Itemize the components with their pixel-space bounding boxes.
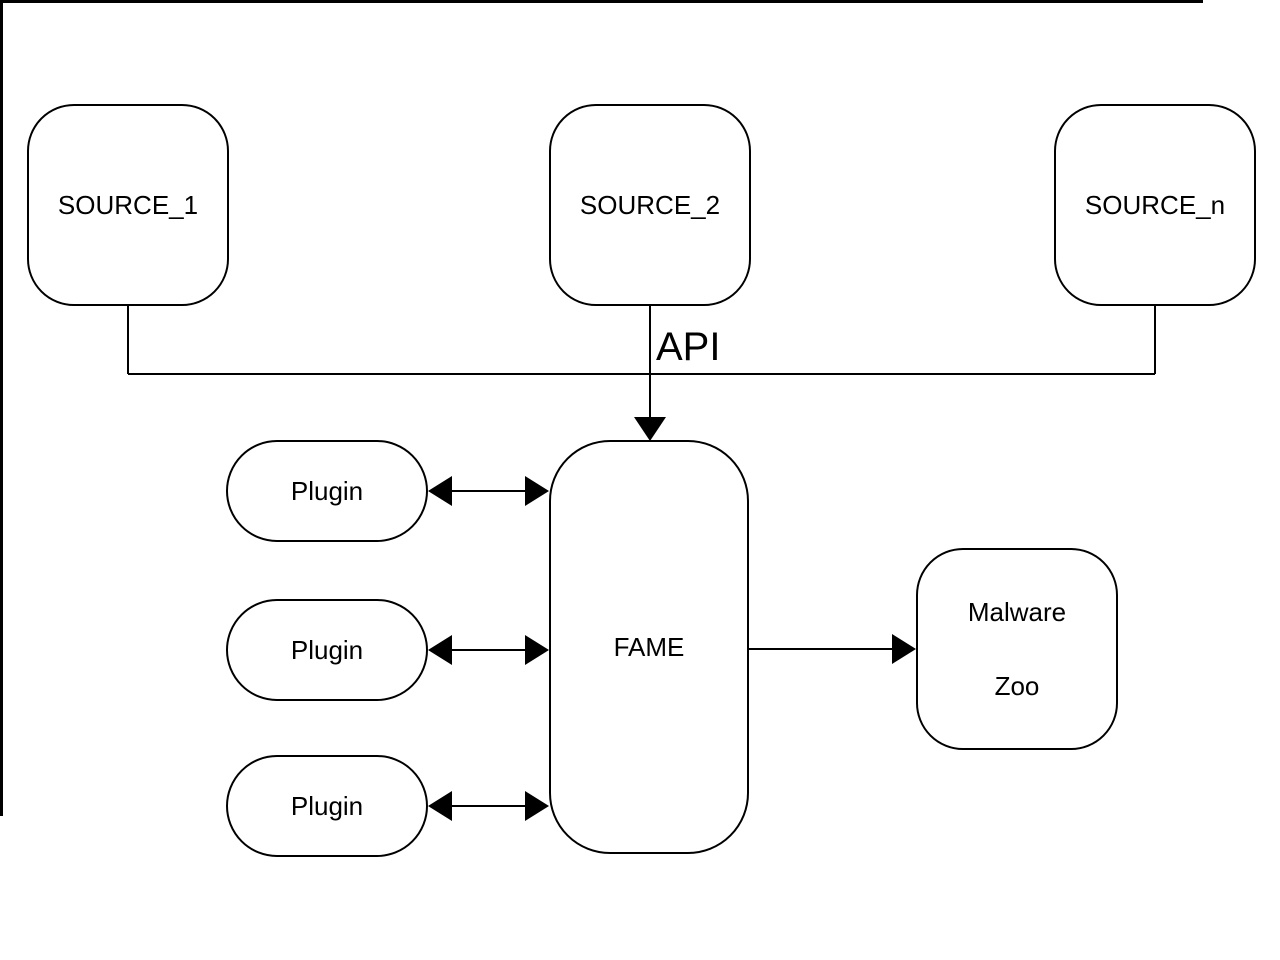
- node-plugin-2: [226, 599, 428, 701]
- node-source-1: [27, 104, 229, 306]
- arrowhead-plugin2-right-icon: [525, 635, 549, 665]
- arrowhead-plugin3-right-icon: [525, 791, 549, 821]
- node-malware-zoo: [916, 548, 1118, 750]
- arrowhead-plugin1-right-icon: [525, 476, 549, 506]
- arrowhead-api-down-icon: [634, 417, 666, 441]
- arrowhead-plugin2-left-icon: [428, 635, 452, 665]
- arrowhead-plugin1-left-icon: [428, 476, 452, 506]
- node-fame: [549, 440, 749, 854]
- arrowhead-fame-zoo-icon: [892, 634, 916, 664]
- node-plugin-1: [226, 440, 428, 542]
- node-plugin-3: [226, 755, 428, 857]
- arrowhead-plugin3-left-icon: [428, 791, 452, 821]
- api-edge-label: API: [656, 325, 721, 369]
- node-source-n: [1054, 104, 1256, 306]
- node-source-2: [549, 104, 751, 306]
